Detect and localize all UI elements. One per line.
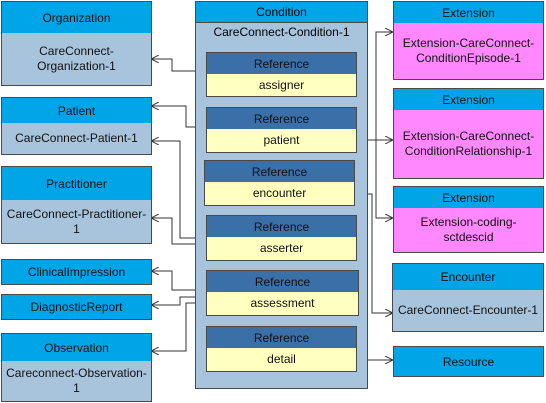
extension-coding-profile: Extension-coding-sctdescid <box>394 208 543 252</box>
reference-field-detail: detail <box>207 348 356 371</box>
reference-field-assigner: assigner <box>207 74 356 96</box>
patient-box: Patient CareConnect-Patient-1 <box>1 97 152 155</box>
condition-header: Condition <box>196 2 367 23</box>
patient-profile: CareConnect-Patient-1 <box>2 123 151 154</box>
reference-assessment: Reference assessment <box>206 270 359 316</box>
extension-coding-box: Extension Extension-coding-sctdescid <box>393 186 544 253</box>
practitioner-box: Practitioner CareConnect-Practitioner-1 <box>1 166 152 244</box>
condition-profile: CareConnect-Condition-1 <box>213 25 350 39</box>
reference-header: Reference <box>205 161 354 183</box>
reference-detail: Reference detail <box>206 326 357 372</box>
link-assessment-clinical <box>152 271 206 291</box>
link-condition-ext-coding <box>375 140 392 218</box>
organization-header: Organization <box>2 2 151 34</box>
reference-encounter: Reference encounter <box>204 160 355 206</box>
reference-asserter: Reference asserter <box>206 215 357 261</box>
diagnostic-report-header: DiagnosticReport <box>2 295 151 319</box>
reference-header: Reference <box>207 53 356 75</box>
clinical-impression-header: ClinicalImpression <box>2 260 151 284</box>
clinical-impression-box: ClinicalImpression <box>1 259 152 285</box>
link-condition-ext-episode <box>368 32 392 141</box>
extension-episode-profile: Extension-CareConnect-ConditionEpisode-1 <box>394 23 543 79</box>
reference-field-encounter: encounter <box>205 182 354 205</box>
reference-header: Reference <box>207 271 358 293</box>
practitioner-header: Practitioner <box>2 167 151 201</box>
observation-header: Observation <box>2 334 151 362</box>
link-asserter-patient <box>152 141 206 239</box>
practitioner-profile: CareConnect-Practitioner-1 <box>2 200 151 243</box>
organization-profile: CareConnect-Organization-1 <box>2 33 151 85</box>
extension-relationship-box: Extension Extension-CareConnect-Conditio… <box>393 88 544 179</box>
link-assigner-organization <box>152 59 206 72</box>
reference-field-assessment: assessment <box>207 292 358 315</box>
reference-field-asserter: asserter <box>207 237 356 260</box>
organization-box: Organization CareConnect-Organization-1 <box>1 1 152 86</box>
encounter-header: Encounter <box>393 264 543 291</box>
diagnostic-report-box: DiagnosticReport <box>1 294 152 320</box>
extension-header: Extension <box>394 2 543 24</box>
link-assessment-diagnostic <box>152 296 206 305</box>
extension-relationship-profile: Extension-CareConnect-ConditionRelations… <box>394 110 543 178</box>
observation-profile: Careconnect-Observation-1 <box>2 361 151 401</box>
observation-box: Observation Careconnect-Observation-1 <box>1 333 152 402</box>
extension-header: Extension <box>394 187 543 209</box>
patient-header: Patient <box>2 98 151 124</box>
extension-episode-box: Extension Extension-CareConnect-Conditio… <box>393 1 544 80</box>
reference-field-patient: patient <box>207 129 356 152</box>
resource-header: Resource <box>394 347 543 376</box>
reference-patient: Reference patient <box>206 107 357 153</box>
encounter-box: Encounter CareConnect-Encounter-1 <box>392 263 544 332</box>
reference-header: Reference <box>207 108 356 130</box>
encounter-profile: CareConnect-Encounter-1 <box>393 290 543 331</box>
resource-box: Resource <box>393 346 544 377</box>
link-asserter-practitioner <box>152 218 206 245</box>
reference-assigner: Reference assigner <box>206 52 357 97</box>
extension-header: Extension <box>394 89 543 111</box>
reference-header: Reference <box>207 216 356 238</box>
reference-header: Reference <box>207 327 356 349</box>
